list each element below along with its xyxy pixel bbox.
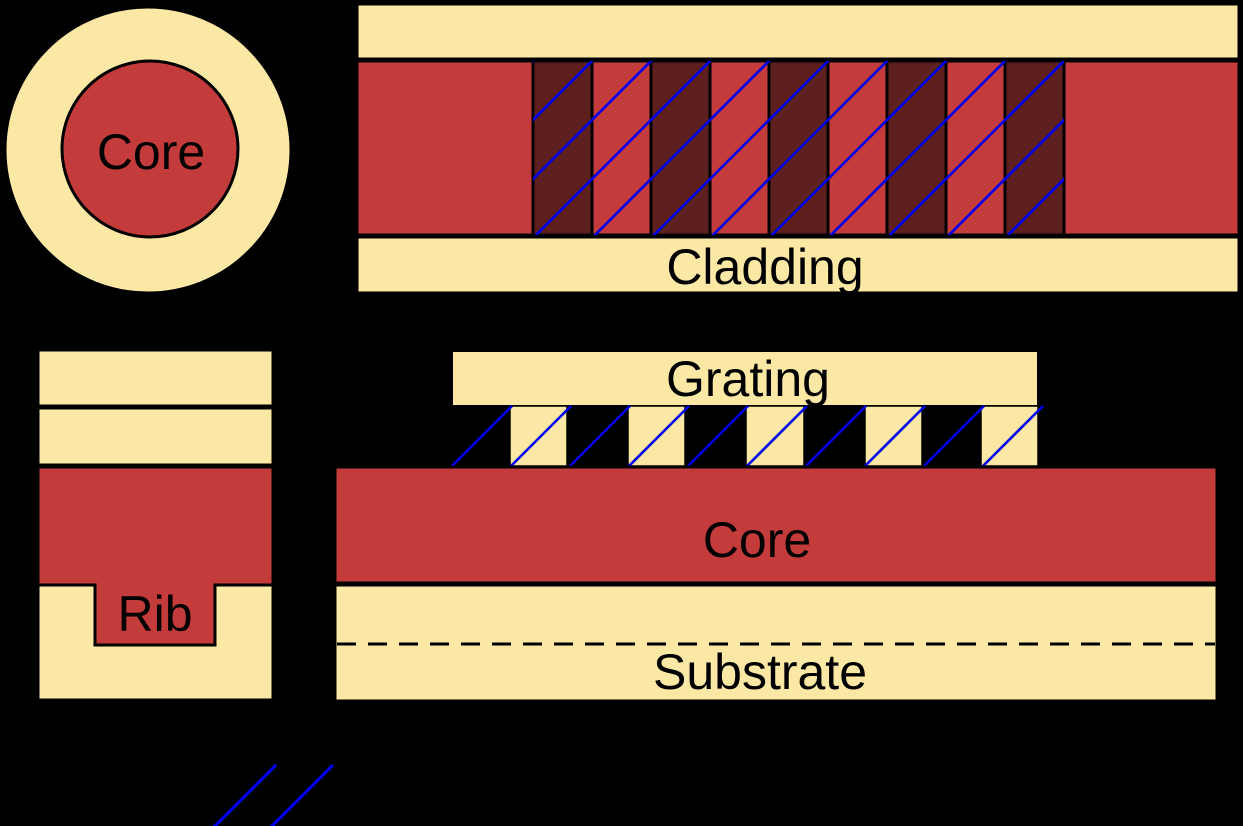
rib-waveguide: Rib: [36, 348, 275, 702]
fbg-hatch-line: [770, 61, 948, 235]
fiber-core-label: Core: [97, 124, 205, 180]
rib-core-shape: [36, 465, 275, 647]
fbg-hatch-line: [711, 61, 889, 235]
grating-hatch-line: [627, 405, 690, 468]
fbg-hatch-line: [888, 61, 1064, 235]
grating-hatch-line: [686, 405, 749, 468]
grating-hatch-line: [568, 405, 631, 468]
fbg-bottom-cladding-bar: [355, 235, 1241, 295]
grating-hatch-group: [450, 405, 1044, 468]
fbg-top-cladding-bar: [355, 2, 1241, 61]
fiber-core-circle: [60, 59, 240, 239]
rib-upper-cladding-bar: [36, 406, 275, 467]
grating-hatch-line: [863, 405, 926, 468]
core-band: [333, 465, 1219, 585]
surface-grating-waveguide: Grating Core Substrate: [333, 350, 1219, 703]
grating-hatch-line: [981, 405, 1044, 468]
legend-hatch-line: [212, 763, 278, 826]
core-label: Core: [703, 512, 811, 568]
fbg-hatch-line: [829, 61, 1007, 235]
grating-label: Grating: [666, 351, 830, 407]
cladding-label: Cladding: [666, 239, 863, 295]
fbg-hatch-line: [1006, 177, 1064, 235]
substrate-label: Substrate: [653, 644, 867, 700]
substrate-band: [333, 583, 1219, 703]
grating-bar: [451, 350, 1039, 407]
legend-hatch-sample: [212, 763, 335, 826]
fbg-hatch-line: [534, 61, 712, 235]
fiber-cross-section: Core: [3, 5, 293, 295]
grating-hatch-line: [804, 405, 867, 468]
fbg-hatch-group: [533, 61, 1064, 235]
legend-hatch-line: [269, 763, 335, 826]
grating-tooth: [980, 405, 1039, 467]
fbg-hatch-line: [593, 61, 771, 235]
fbg-hatch-line: [533, 61, 594, 122]
fbg-hatch-line: [533, 61, 653, 181]
fbg-hatch-line: [947, 118, 1064, 235]
grating-hatch-line: [450, 405, 513, 468]
rib-label: Rib: [117, 586, 192, 642]
grating-hatch-line: [922, 405, 985, 468]
fbg-hatch-line: [652, 61, 830, 235]
grating-hatch-line: [509, 405, 572, 468]
fiber-bragg-grating: Cladding: [355, 2, 1241, 295]
grating-hatch-line: [745, 405, 808, 468]
rib-top-cladding-bar: [36, 348, 275, 408]
